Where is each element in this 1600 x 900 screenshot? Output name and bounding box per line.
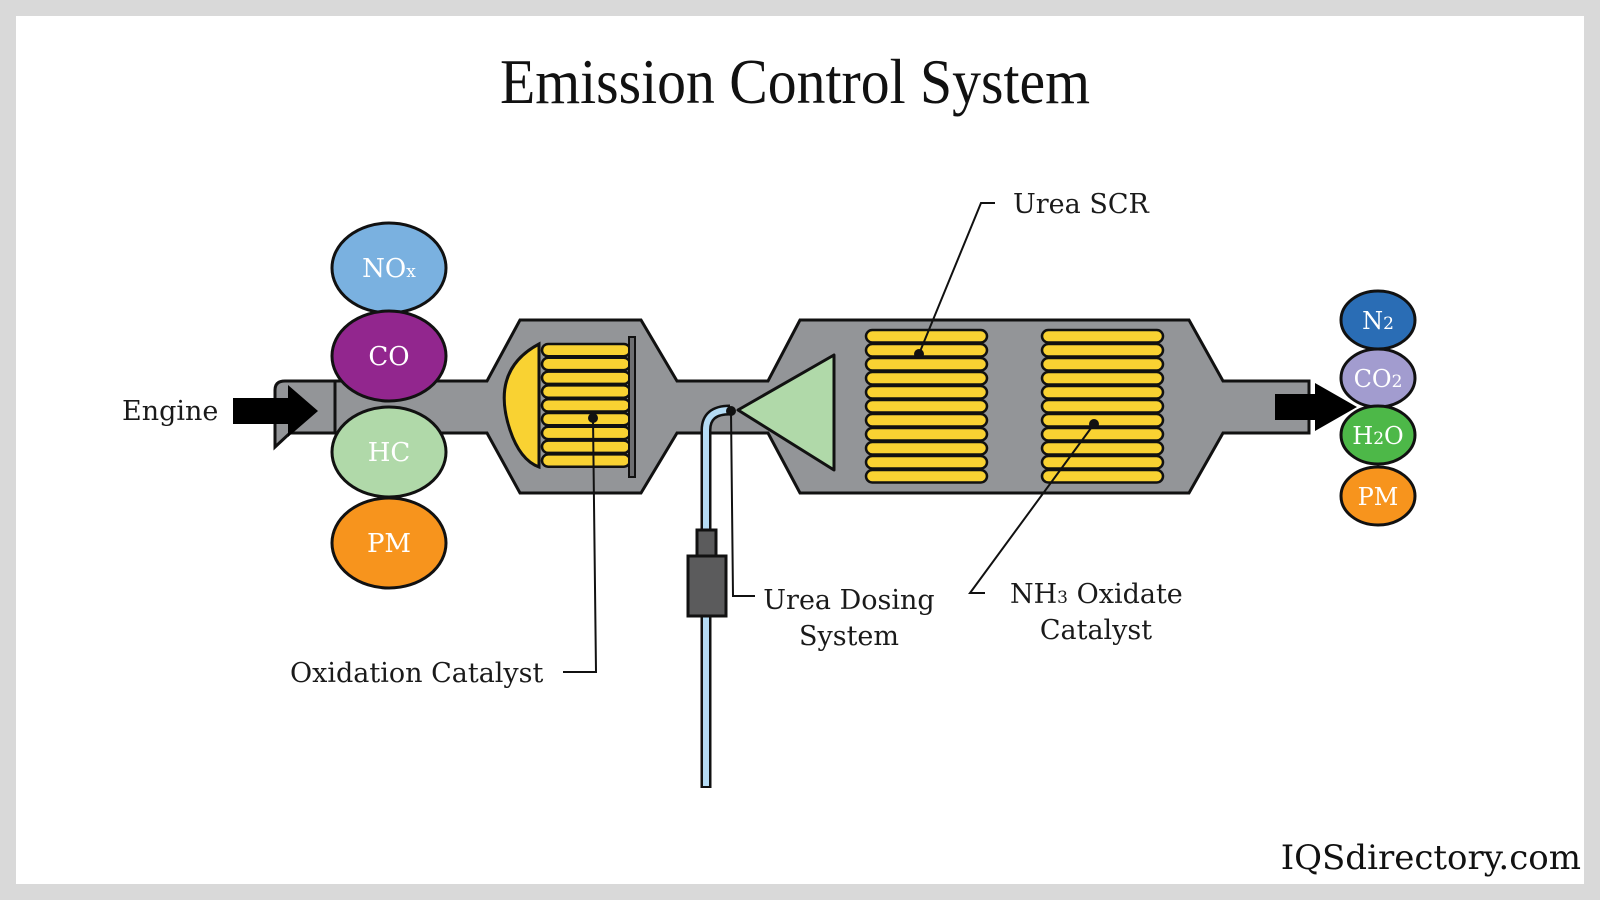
nh3-oxidate-label-line2: Catalyst	[1040, 615, 1152, 646]
gas-label: H2O	[1352, 422, 1403, 450]
urea-scr-brick	[864, 440, 989, 456]
nh3-oxidate-brick	[1040, 454, 1165, 470]
output-gas-co2: CO2	[1339, 347, 1417, 409]
urea-dosing-label-line1: Urea Dosing	[763, 585, 934, 616]
urea-scr-marker	[914, 349, 924, 359]
nh3-oxidate-brick	[1040, 440, 1165, 456]
urea-scr-brick	[864, 342, 989, 358]
doser-valve-body	[686, 554, 728, 618]
doser-valve-neck	[695, 528, 718, 560]
urea-scr-brick	[864, 468, 989, 484]
nh3-oxidate-brick	[1040, 426, 1165, 442]
oxidation-catalyst-brick	[540, 384, 632, 399]
engine-arrow	[233, 385, 318, 437]
outlet-arrow	[1275, 383, 1357, 431]
gas-label: HC	[368, 438, 411, 468]
oxidation-catalyst-brick	[540, 425, 632, 441]
urea-scr-brick	[864, 454, 989, 470]
input-gas-nox: NOx	[330, 221, 448, 315]
nh3-oxidate-brick	[1040, 370, 1165, 386]
nh3-oxidate-catalyst	[1040, 328, 1165, 484]
output-gas-pm: PM	[1339, 465, 1417, 527]
nh3-oxidate-brick	[1040, 328, 1165, 344]
oxidation-catalyst-brick	[540, 356, 632, 372]
urea-dosing-label-line2: System	[799, 621, 899, 652]
oxidation-catalyst-brick	[540, 453, 632, 468]
input-gas-pm: PM	[330, 496, 448, 590]
urea-scr-brick	[864, 370, 989, 386]
nh3-oxidate-brick	[1040, 384, 1165, 400]
gas-bubble	[330, 309, 448, 403]
nh3-oxidate-brick	[1040, 468, 1165, 484]
oxidation-catalyst-brick	[540, 439, 632, 455]
gas-bubble	[330, 496, 448, 590]
watermark: IQSdirectory.com	[1281, 838, 1581, 878]
oxidation-catalyst-brick	[540, 370, 632, 386]
outlet-plate	[628, 336, 636, 478]
urea-scr-brick	[864, 356, 989, 372]
output-gas-n2: N2	[1339, 289, 1417, 351]
oxidation-catalyst-leader	[563, 417, 598, 673]
nh3-oxidate-marker	[1089, 419, 1099, 429]
inlet-cone	[502, 341, 541, 470]
urea-dosing-system	[686, 404, 736, 788]
page-title: Emission Control System	[500, 46, 1090, 117]
urea-mixer-cone	[736, 353, 836, 472]
nh3-oxidate-brick	[1040, 398, 1165, 414]
oxidation-catalyst	[502, 336, 636, 478]
leader-lines	[563, 202, 1095, 673]
urea-scr-brick	[864, 412, 989, 428]
urea-scr-leader	[918, 202, 995, 355]
oxidation-catalyst-brick	[540, 342, 632, 358]
gas-label: CO	[368, 342, 409, 372]
nh3-oxidate-brick	[1040, 412, 1165, 428]
gas-label: PM	[1358, 483, 1399, 511]
urea-scr-catalyst	[864, 328, 989, 484]
urea-scr-brick	[864, 384, 989, 400]
nh3-oxidate-brick	[1040, 342, 1165, 358]
urea-scr-brick	[864, 426, 989, 442]
nh3-oxidate-label-line1: NH3 Oxidate	[1010, 579, 1183, 610]
nh3-oxidate-leader	[968, 423, 1095, 594]
gas-label: PM	[367, 529, 411, 559]
gas-bubble	[1339, 465, 1417, 527]
input-gas-co: CO	[330, 309, 448, 403]
urea-scr-brick	[864, 398, 989, 414]
input-gas-hc: HC	[330, 405, 448, 499]
urea-dosing-leader	[730, 410, 755, 597]
engine-label: Engine	[122, 396, 218, 427]
gas-bubble	[1339, 404, 1417, 466]
gas-label: N2	[1362, 307, 1394, 335]
oxidation-catalyst-brick	[540, 397, 632, 413]
oxidation-catalyst-brick	[540, 411, 632, 427]
oxidation-catalyst-marker	[588, 413, 598, 423]
nh3-oxidate-brick	[1040, 356, 1165, 372]
urea-scr-label: Urea SCR	[1013, 189, 1149, 220]
output-gas-h2o: H2O	[1339, 404, 1417, 466]
gas-label: NOx	[362, 254, 416, 284]
oxidation-catalyst-label: Oxidation Catalyst	[290, 658, 544, 689]
gas-label: CO2	[1354, 365, 1403, 393]
